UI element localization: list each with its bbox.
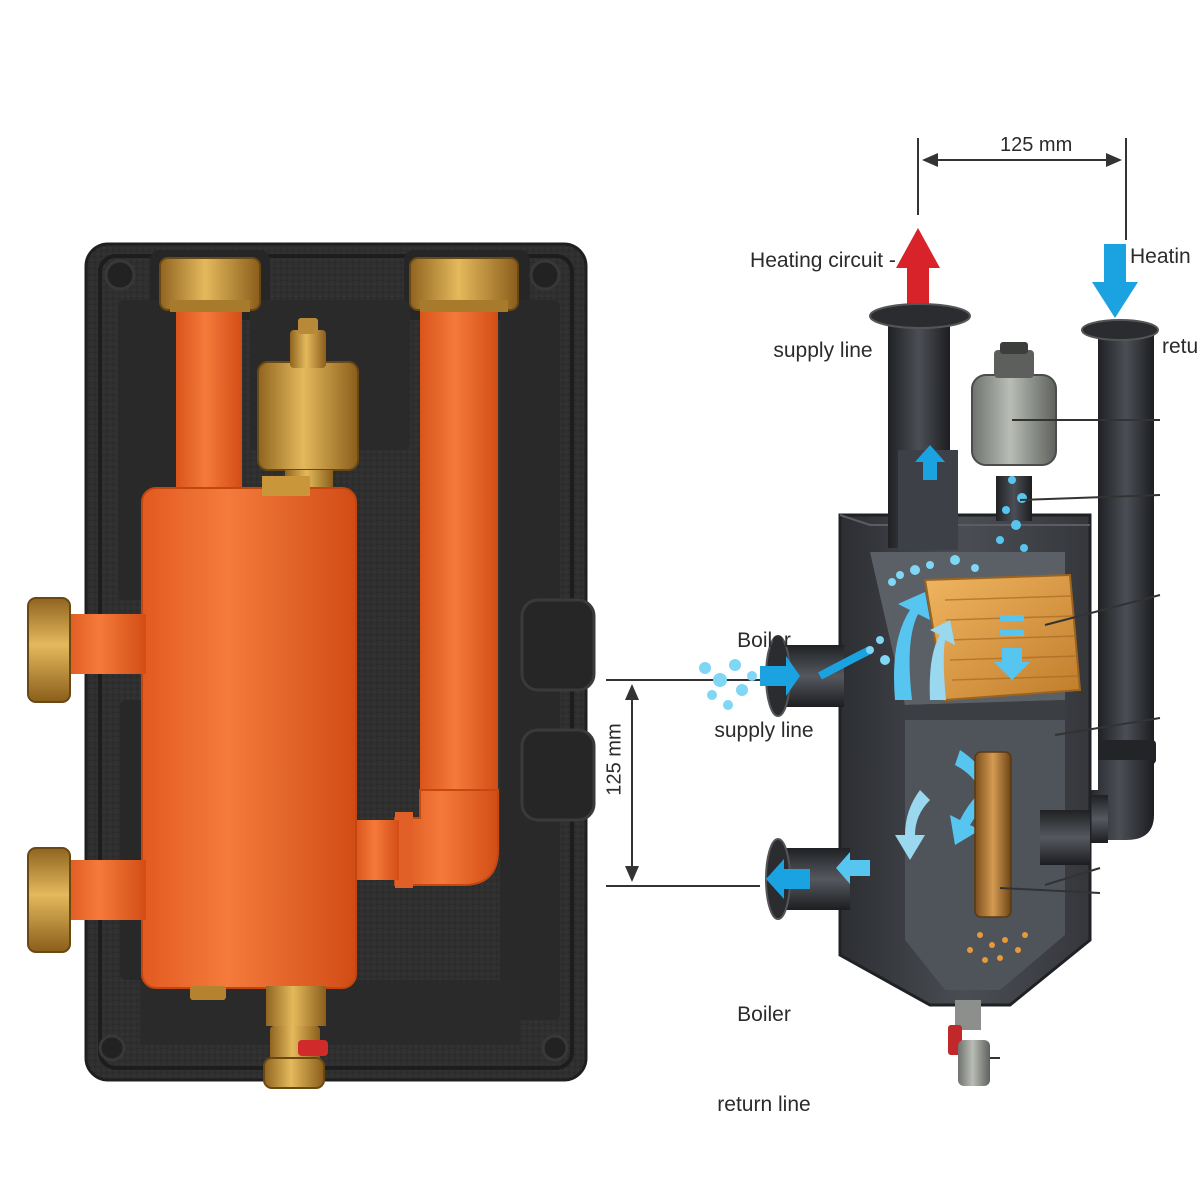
boiler-return-label-line1: Boiler [737,1003,791,1026]
heating-supply-label: Heating circuit - supply line [728,186,918,396]
hot-outflow-arrow [896,228,940,305]
cold-inflow-arrow [1092,244,1138,318]
top-dimension-label: 125 mm [1000,134,1073,156]
boiler-supply-label-line2: supply line [714,719,814,742]
cutaway-drain-valve [955,1000,981,1030]
boiler-supply-brass-nut [27,597,71,703]
side-dimension-label: 125 mm [603,723,626,796]
boiler-return-label: Boiler return line [694,940,834,1150]
heating-return-label-line2: retu [1162,335,1199,358]
heating-supply-label-line2: supply line [773,339,873,362]
heating-supply-label-line1: Heating circuit - [750,249,896,272]
cutaway-diagram [606,138,1161,1086]
supply-pipe [176,300,242,500]
insulated-separator-photo [27,242,596,1089]
separator-body [141,487,357,989]
return-pipe [420,300,498,810]
boiler-supply-label: Boiler supply line [694,566,834,776]
side-dimension [606,679,760,887]
top-dimension [917,138,1127,240]
boiler-return-brass-nut [27,847,71,953]
leader-lines [980,419,1161,1059]
boiler-return-label-line2: return line [717,1093,811,1116]
magnetic-rod [974,751,1012,918]
heating-return-label-line1: Heatin [1130,245,1191,268]
air-vent-brass [257,361,359,471]
boiler-supply-label-line1: Boiler [737,629,791,652]
heating-return-label: Heatin retu [1130,182,1200,392]
